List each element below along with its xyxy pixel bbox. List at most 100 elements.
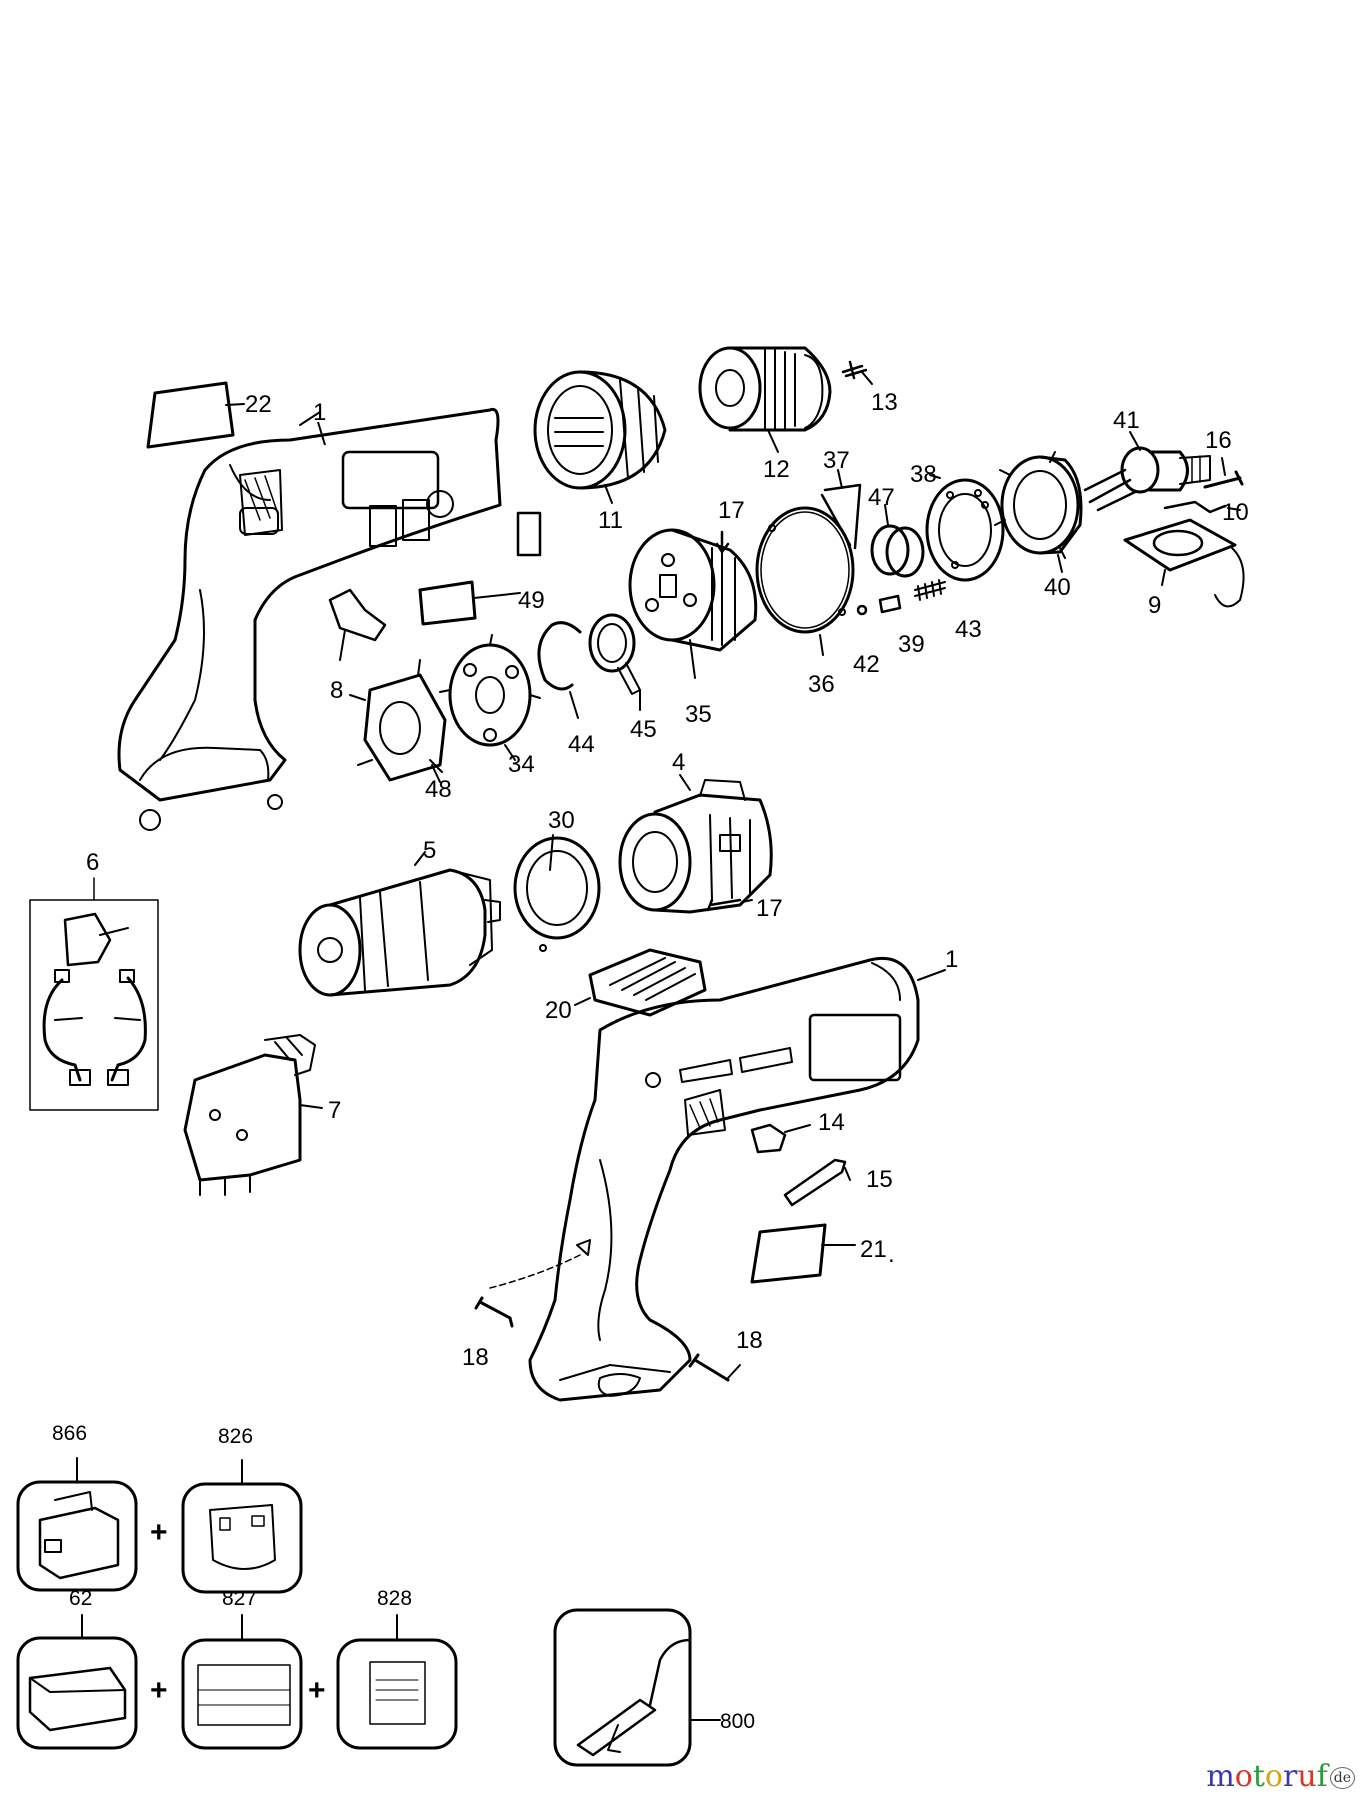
label-1-bottom: 1 bbox=[945, 946, 958, 973]
label-18-left: 18 bbox=[462, 1344, 489, 1371]
part-17-pin-bottom bbox=[706, 898, 753, 912]
label-21: 21 bbox=[860, 1236, 887, 1263]
accessory-828-charger-plate bbox=[336, 1614, 458, 1750]
plus-sign-1: + bbox=[150, 1516, 168, 1549]
label-43: 43 bbox=[955, 616, 982, 643]
part-22-label-plate bbox=[146, 381, 245, 449]
part-38-ring-plate bbox=[925, 474, 1005, 582]
part-10-clip bbox=[1163, 500, 1241, 514]
watermark-letter: r bbox=[1282, 1759, 1298, 1794]
part-1-housing-left-half bbox=[117, 407, 502, 831]
part-30-washer bbox=[513, 834, 601, 952]
label-866: 866 bbox=[52, 1422, 87, 1445]
label-48: 48 bbox=[425, 776, 452, 803]
label-36: 36 bbox=[808, 671, 835, 698]
part-48-brush-plate bbox=[349, 659, 447, 783]
label-20: 20 bbox=[545, 997, 572, 1024]
label-42: 42 bbox=[853, 651, 880, 678]
part-45-latch-ring bbox=[588, 613, 641, 711]
label-9: 9 bbox=[1148, 592, 1161, 619]
part-47-springs bbox=[870, 504, 925, 578]
part-14-clip bbox=[750, 1123, 811, 1154]
label-14: 14 bbox=[818, 1109, 845, 1136]
part-34-planet-carrier bbox=[439, 634, 541, 761]
part-41-spindle bbox=[1083, 431, 1211, 512]
part-43-spring bbox=[914, 579, 946, 601]
watermark-letter: m bbox=[1206, 1759, 1235, 1794]
part-18-screw-left bbox=[474, 1254, 581, 1328]
watermark-badge: de bbox=[1329, 1767, 1355, 1789]
watermark-letter: u bbox=[1297, 1759, 1317, 1794]
label-41: 41 bbox=[1113, 407, 1140, 434]
part-12-chuck bbox=[698, 346, 832, 453]
label-827: 827 bbox=[222, 1587, 257, 1610]
accessory-800-tool bbox=[553, 1608, 721, 1767]
part-11-gear-ring bbox=[533, 370, 667, 504]
label-17-top: 17 bbox=[718, 497, 745, 524]
part-40-gear-carrier bbox=[994, 451, 1083, 573]
part-1-housing-right-half bbox=[528, 956, 946, 1402]
part-49-label bbox=[418, 580, 521, 626]
part-44-retaining-ring bbox=[537, 621, 582, 719]
part-4-gear-case bbox=[618, 774, 773, 914]
label-4: 4 bbox=[672, 749, 685, 776]
part-15-bit bbox=[783, 1158, 851, 1207]
watermark-letter: t bbox=[1252, 1759, 1265, 1794]
label-800: 800 bbox=[720, 1710, 755, 1733]
watermark-letter: o bbox=[1234, 1759, 1253, 1794]
label-11: 11 bbox=[598, 507, 623, 534]
label-826: 826 bbox=[218, 1425, 253, 1448]
part-13-screw bbox=[841, 360, 873, 385]
label-10: 10 bbox=[1222, 499, 1249, 526]
label-21-suffix: . bbox=[888, 1241, 895, 1268]
label-12: 12 bbox=[763, 456, 790, 483]
label-40: 40 bbox=[1044, 574, 1071, 601]
part-9-bracket bbox=[1123, 518, 1245, 608]
part-8-actuator bbox=[328, 588, 387, 661]
part-36-oring bbox=[755, 506, 855, 656]
label-15: 15 bbox=[866, 1166, 893, 1193]
accessory-827-charger-label bbox=[181, 1614, 303, 1750]
label-62: 62 bbox=[69, 1587, 92, 1610]
label-44: 44 bbox=[568, 731, 595, 758]
label-30: 30 bbox=[548, 807, 575, 834]
label-37: 37 bbox=[823, 447, 850, 474]
label-45: 45 bbox=[630, 716, 657, 743]
label-39: 39 bbox=[898, 631, 925, 658]
part-21-label bbox=[750, 1223, 856, 1284]
part-labels: 22 1 11 12 13 41 16 10 9 40 38 37 47 17 … bbox=[52, 389, 1249, 1733]
label-49: 49 bbox=[518, 587, 545, 614]
watermark-letter: o bbox=[1264, 1759, 1283, 1794]
part-16-screw bbox=[1203, 457, 1244, 489]
part-35-gearbox bbox=[628, 528, 758, 679]
label-35: 35 bbox=[685, 701, 712, 728]
label-828: 828 bbox=[377, 1587, 412, 1610]
part-18-screw-right bbox=[688, 1353, 741, 1382]
part-6-brushes-group bbox=[29, 877, 159, 1111]
label-34: 34 bbox=[508, 751, 535, 778]
plus-sign-2: + bbox=[150, 1674, 168, 1707]
part-20-vent-cover bbox=[574, 948, 707, 1017]
label-13: 13 bbox=[871, 389, 898, 416]
part-42-ball bbox=[856, 604, 868, 616]
watermark-letter: f bbox=[1316, 1759, 1328, 1794]
label-6: 6 bbox=[86, 849, 99, 876]
accessory-866-battery bbox=[16, 1457, 138, 1592]
label-7: 7 bbox=[328, 1097, 341, 1124]
plus-sign-3: + bbox=[308, 1674, 326, 1707]
label-8: 8 bbox=[330, 677, 343, 704]
label-47: 47 bbox=[868, 484, 895, 511]
label-5: 5 bbox=[423, 837, 436, 864]
part-7-switch bbox=[183, 1034, 323, 1196]
label-17-bottom: 17 bbox=[756, 895, 783, 922]
label-22: 22 bbox=[245, 391, 272, 418]
label-18-right: 18 bbox=[736, 1327, 763, 1354]
part-49-label-strip bbox=[516, 511, 542, 557]
part-5-motor bbox=[298, 851, 501, 997]
part-39-pin bbox=[878, 594, 902, 614]
label-38: 38 bbox=[910, 461, 937, 488]
accessory-826-battery-label bbox=[181, 1459, 303, 1594]
label-1-top: 1 bbox=[313, 399, 326, 426]
